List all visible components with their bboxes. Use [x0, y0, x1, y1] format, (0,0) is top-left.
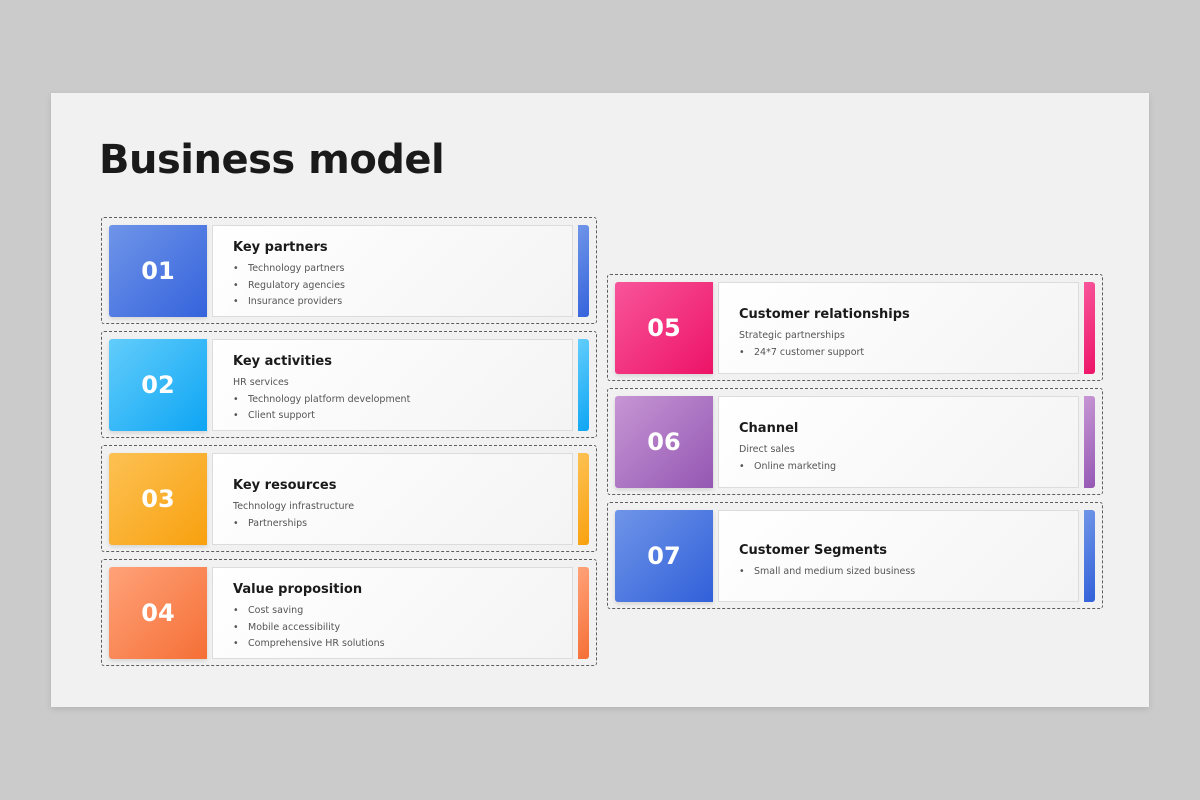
dashed-frame [101, 445, 597, 552]
dashed-frame [607, 274, 1103, 381]
accent-strip [578, 339, 589, 431]
item-title: Key resources [233, 478, 337, 493]
item-line: Technology platform development [233, 392, 572, 409]
accent-strip [578, 453, 589, 545]
item-number: 04 [109, 567, 207, 659]
item-title: Customer Segments [739, 543, 888, 558]
accent-strip [578, 225, 589, 317]
business-model-item-03: 03 Key resources Technology infrastructu… [101, 445, 597, 552]
item-line: Cost saving [233, 603, 572, 620]
page-title: Business model [99, 137, 445, 183]
item-card: Value proposition Cost saving Mobile acc… [212, 567, 573, 659]
item-line: 24*7 customer support [739, 345, 1078, 362]
item-line: Mobile accessibility [233, 620, 572, 637]
item-number: 03 [109, 453, 207, 545]
accent-strip [1084, 510, 1095, 602]
item-title: Channel [739, 421, 799, 436]
dashed-frame [607, 502, 1103, 609]
dashed-frame [607, 388, 1103, 495]
accent-strip [578, 567, 589, 659]
item-title: Customer relationships [739, 307, 910, 322]
item-card: Key activities HR services Technology pl… [212, 339, 573, 431]
item-line: Small and medium sized business [739, 564, 1078, 581]
business-model-item-07: 07 Customer Segments Small and medium si… [607, 502, 1103, 609]
slide: Business model 01 Key partners Technolog… [51, 93, 1149, 707]
item-line: Insurance providers [233, 294, 572, 311]
item-line: Direct sales [739, 444, 795, 455]
item-line: Comprehensive HR solutions [233, 636, 572, 653]
item-line: Strategic partnerships [739, 330, 845, 341]
item-title: Key partners [233, 240, 328, 255]
item-number: 02 [109, 339, 207, 431]
item-line: Online marketing [739, 459, 1078, 476]
business-model-item-06: 06 Channel Direct sales Online marketing [607, 388, 1103, 495]
item-line: Technology partners [233, 261, 572, 278]
dashed-frame [101, 331, 597, 438]
item-line: Regulatory agencies [233, 278, 572, 295]
item-card: Channel Direct sales Online marketing [718, 396, 1079, 488]
item-number: 05 [615, 282, 713, 374]
item-line: Client support [233, 408, 572, 425]
item-card: Key resources Technology infrastructure … [212, 453, 573, 545]
business-model-item-02: 02 Key activities HR services Technology… [101, 331, 597, 438]
item-title: Value proposition [233, 582, 363, 597]
item-card: Customer Segments Small and medium sized… [718, 510, 1079, 602]
item-line: Technology infrastructure [233, 501, 355, 512]
item-number: 06 [615, 396, 713, 488]
item-card: Key partners Technology partners Regulat… [212, 225, 573, 317]
business-model-item-01: 01 Key partners Technology partners Regu… [101, 217, 597, 324]
item-line: HR services [233, 377, 289, 388]
accent-strip [1084, 396, 1095, 488]
accent-strip [1084, 282, 1095, 374]
item-card: Customer relationships Strategic partner… [718, 282, 1079, 374]
business-model-item-04: 04 Value proposition Cost saving Mobile … [101, 559, 597, 666]
item-title: Key activities [233, 354, 332, 369]
dashed-frame [101, 217, 597, 324]
dashed-frame [101, 559, 597, 666]
item-line: Partnerships [233, 516, 572, 533]
item-number: 01 [109, 225, 207, 317]
business-model-item-05: 05 Customer relationships Strategic part… [607, 274, 1103, 381]
item-number: 07 [615, 510, 713, 602]
